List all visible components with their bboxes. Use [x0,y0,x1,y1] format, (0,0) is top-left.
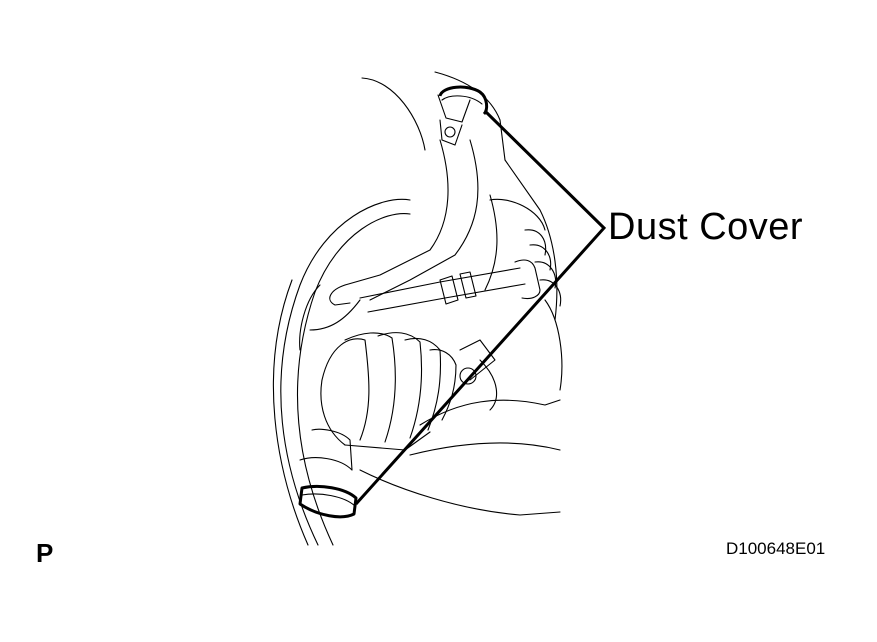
upper-arm [309,71,558,331]
dust-cover-label: Dust Cover [608,206,804,248]
callout-leader [354,110,607,506]
figure-id: D100648E01 [726,539,826,558]
drive-shaft-boot [320,332,496,451]
lower-arm [359,359,561,516]
lower-dust-cover [298,484,358,519]
view-code: P [36,538,54,568]
tie-rod [359,259,541,313]
upper-ball-joint [437,94,471,146]
lower-ball-joint [299,428,353,471]
upper-dust-cover [438,85,489,116]
brake-disc [272,198,411,546]
rack-boot [489,198,563,391]
